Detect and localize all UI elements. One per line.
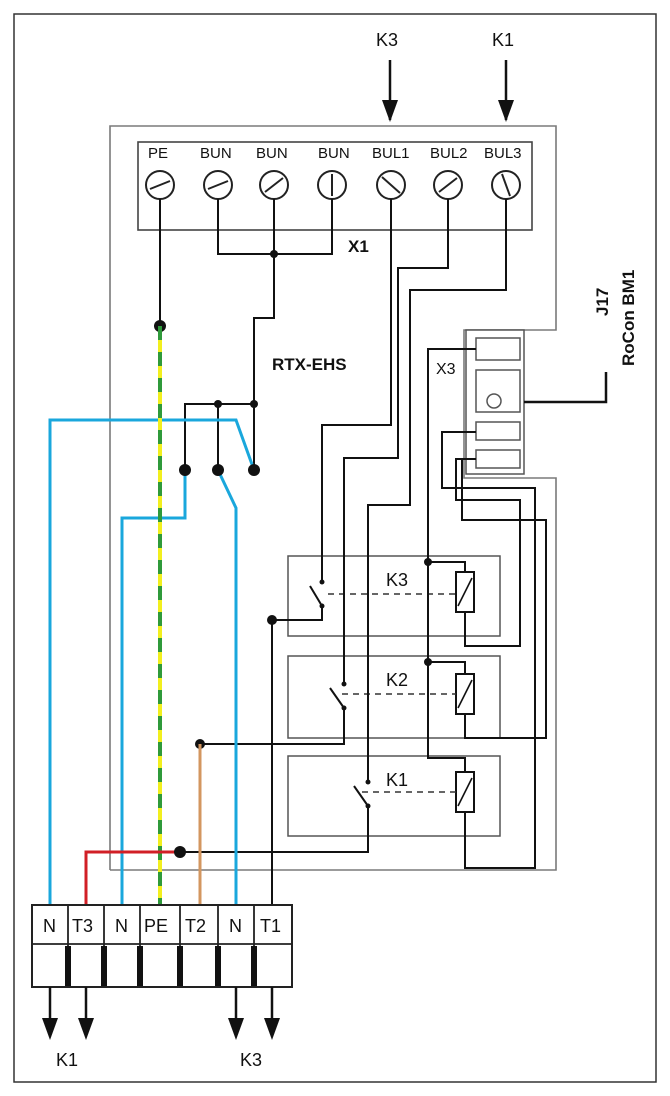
junction-dot bbox=[250, 400, 258, 408]
module-enclosure bbox=[109, 125, 557, 871]
x1-terminal-label: BUN bbox=[200, 145, 232, 162]
junction-dot bbox=[424, 558, 432, 566]
bottom-terminal-label: T2 bbox=[185, 916, 206, 936]
control-wires bbox=[180, 199, 547, 905]
bottom-arrow-label-k1: K1 bbox=[56, 1050, 78, 1070]
neutral-distribution-wire bbox=[184, 254, 275, 470]
contact-k3 bbox=[309, 585, 323, 607]
junction-dot bbox=[212, 464, 224, 476]
relay-box-k2 bbox=[287, 655, 501, 739]
bottom-terminal-label: T3 bbox=[72, 916, 93, 936]
arrow-k3-top-head bbox=[382, 100, 398, 122]
arrow-k1-top-label: K1 bbox=[492, 30, 514, 50]
terminal-separators bbox=[65, 946, 257, 986]
bottom-terminal-label: N bbox=[229, 916, 242, 936]
x1-terminal-label: BUN bbox=[318, 145, 350, 162]
bottom-terminal-label: T1 bbox=[260, 916, 281, 936]
terminal-block-bottom bbox=[31, 904, 293, 988]
bottom-terminal-label: N bbox=[43, 916, 56, 936]
contact-k2 bbox=[329, 687, 345, 709]
junction-dot bbox=[267, 615, 277, 625]
x1-terminal-label: BUL2 bbox=[430, 145, 468, 162]
bottom-arrow-label-k3: K3 bbox=[240, 1050, 262, 1070]
device-label: RoCon BM1 bbox=[619, 270, 638, 366]
arrow-k1-top-head bbox=[498, 100, 514, 122]
page-frame bbox=[13, 13, 657, 1083]
x1-terminal-label: PE bbox=[148, 145, 168, 162]
arrow-t1-out-head bbox=[264, 1018, 280, 1040]
arrow-n2-out-head bbox=[228, 1018, 244, 1040]
arrow-t3-out-head bbox=[78, 1018, 94, 1040]
x1-terminal-label: BUL3 bbox=[484, 145, 522, 162]
junction-dot bbox=[248, 464, 260, 476]
relay-box-k1 bbox=[287, 755, 501, 837]
junction-dot bbox=[214, 400, 222, 408]
board-label: RTX-EHS bbox=[272, 355, 347, 374]
x1-screws bbox=[145, 170, 521, 200]
relay-label-k1: K1 bbox=[386, 770, 408, 790]
x3-label: X3 bbox=[436, 361, 456, 378]
relay-box-k3 bbox=[287, 555, 501, 637]
relay-contacts bbox=[309, 579, 371, 809]
connector-x3-key bbox=[486, 393, 502, 409]
bottom-terminal-label: N bbox=[115, 916, 128, 936]
rocon-cable bbox=[524, 372, 608, 404]
t3-red-wire bbox=[84, 850, 180, 905]
connector-x3-pin bbox=[475, 337, 521, 361]
x1-label: X1 bbox=[348, 237, 369, 256]
connector-x3-pin bbox=[475, 421, 521, 441]
socket-ref-label: J17 bbox=[593, 288, 612, 316]
arrow-n-out-head bbox=[42, 1018, 58, 1040]
junction-dot bbox=[179, 464, 191, 476]
connector-x3-pin bbox=[475, 449, 521, 469]
contact-k1 bbox=[353, 785, 369, 807]
relay-label-k2: K2 bbox=[386, 670, 408, 690]
x1-terminal-label: BUN bbox=[256, 145, 288, 162]
relay-label-k3: K3 bbox=[386, 570, 408, 590]
bottom-terminal-label: PE bbox=[144, 916, 168, 936]
junction-dot bbox=[174, 846, 186, 858]
neutral-blue-wires bbox=[48, 418, 256, 905]
arrow-k3-top-label: K3 bbox=[376, 30, 398, 50]
relay-coils bbox=[455, 571, 475, 813]
x1-terminal-label: BUL1 bbox=[372, 145, 410, 162]
junction-dot bbox=[424, 658, 432, 666]
